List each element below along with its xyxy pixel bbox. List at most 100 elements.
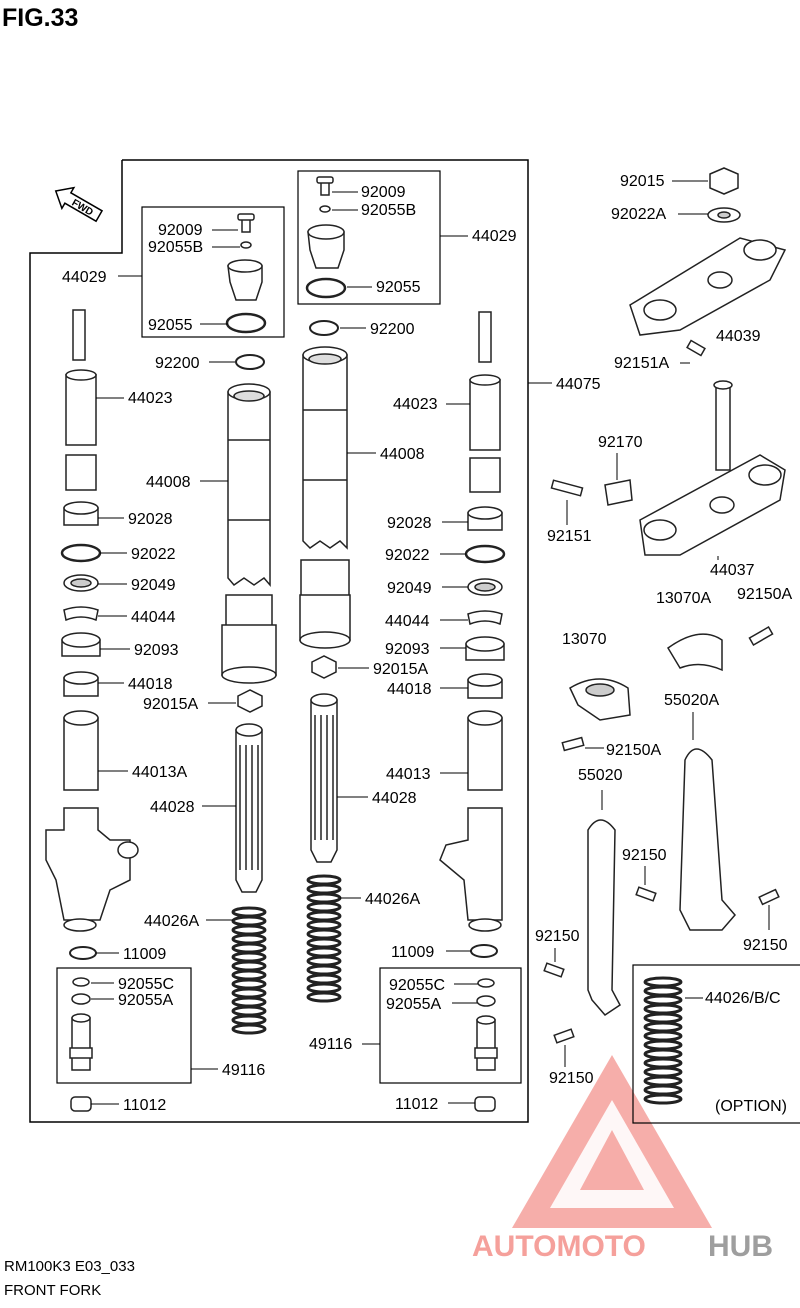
valve-box-right: [379, 967, 522, 1084]
bolt-92150a-bottom: [561, 736, 585, 752]
bolt-92150-c: [543, 962, 565, 978]
part-label-l-44039: 44039: [716, 328, 761, 345]
clip-44044-left: [63, 606, 99, 622]
damper-rod-44028-right: [310, 693, 338, 863]
part-label-l-44013a: 44013A: [132, 764, 187, 781]
spring-44026a-left: [231, 906, 267, 1035]
part-label-l-92055a-l: 92055A: [118, 992, 173, 1009]
part-label-l-92150a-r: 92150A: [737, 586, 792, 603]
part-label-l-44008-r: 44008: [380, 446, 425, 463]
fork-cap-top-left: [227, 259, 263, 273]
fwd-arrow-icon: FWD: [54, 186, 104, 223]
bolt-92150a-right: [748, 626, 774, 646]
fwd-label: FWD: [70, 198, 95, 219]
axle-holder-left: [45, 807, 131, 921]
part-label-l-44026a-l: 44026A: [144, 913, 199, 930]
part-label-l-44023-r: 44023: [393, 396, 438, 413]
part-label-l-92022-r: 92022: [385, 547, 430, 564]
part-label-l-44044-l: 44044: [131, 609, 176, 626]
watermark-logo: AUTOMOTO HUB: [472, 1055, 773, 1263]
cap-parts-left: [225, 213, 267, 334]
clip-44044-right: [467, 610, 503, 626]
footer-name: FRONT FORK: [4, 1282, 102, 1299]
inner-parts-left: [45, 309, 139, 932]
bolt-11012-left: [70, 1096, 92, 1112]
part-label-l-92093-r: 92093: [385, 641, 430, 658]
bolt-92151: [550, 479, 584, 497]
part-label-l-92015a-l: 92015A: [143, 696, 198, 713]
axle-holder-right: [439, 807, 503, 921]
spring-44026a-right: [306, 874, 342, 1003]
fork-guard-55020a: [679, 748, 736, 931]
nut-92015: [709, 167, 739, 195]
part-label-l-13070: 13070: [562, 631, 607, 648]
option-box: [632, 964, 800, 1124]
spring-44026bc-option: [643, 976, 683, 1105]
part-label-l-44029-l: 44029: [62, 269, 107, 286]
part-label-l-92055-l: 92055: [148, 317, 193, 334]
valve-parts-left: [69, 977, 93, 1071]
part-label-l-44028-l: 44028: [150, 799, 195, 816]
o-ring-92055-right: [305, 277, 347, 299]
rod-44023-right: [478, 311, 492, 363]
bolt-92150-a: [635, 886, 657, 902]
washer-92022-left: [60, 543, 102, 563]
part-label-l-92151a: 92151A: [614, 355, 669, 372]
part-label-l-44018-l: 44018: [128, 676, 173, 693]
washer-11009-left: [69, 946, 97, 960]
inner-tube-44013-right: [467, 717, 503, 791]
part-label-l-44026bc: 44026/B/C: [705, 990, 781, 1007]
part-label-l-44037: 44037: [710, 562, 755, 579]
fork-guard-55020: [587, 819, 621, 1016]
part-label-l-92200-l: 92200: [155, 355, 200, 372]
part-label-l-44029-r: 44029: [472, 228, 517, 245]
cartridge-44023-left: [65, 374, 97, 446]
part-label-l-92150-b: 92150: [743, 937, 788, 954]
o-ring-92055b-left: [240, 241, 252, 249]
clamp-92170: [604, 479, 633, 506]
part-label-l-92170: 92170: [598, 434, 643, 451]
washer-92200-right: [309, 320, 339, 336]
part-label-l-92055c-l: 92055C: [118, 976, 174, 993]
part-label-l-44018-r: 44018: [387, 681, 432, 698]
part-label-l-13070a: 13070A: [656, 590, 711, 607]
part-label-l-11009-r: 11009: [391, 944, 434, 961]
part-label-l-11012-r: 11012: [395, 1096, 438, 1113]
clamp-13070: [569, 678, 631, 721]
part-label-l-44013: 44013: [386, 766, 431, 783]
washer-11009-right: [470, 944, 498, 958]
part-labels: 9201592022A4403992151A921709215144037130…: [62, 173, 792, 1114]
part-label-l-92200-r: 92200: [370, 321, 415, 338]
outer-tube-44008-left: [221, 383, 277, 684]
part-label-l-92015: 92015: [620, 173, 665, 190]
part-label-l-92055c-r: 92055C: [389, 977, 445, 994]
part-label-l-11012-l: 11012: [123, 1097, 166, 1114]
bolt-92150-b: [758, 888, 780, 906]
rod-44023-left: [72, 309, 86, 361]
washer-92022-right: [464, 544, 506, 564]
part-label-l-92150-c: 92150: [535, 928, 580, 945]
part-label-l-92055a-r: 92055A: [386, 996, 441, 1013]
part-label-l-92150a-b: 92150A: [606, 742, 661, 759]
cap-box-right: [297, 170, 441, 305]
valve-parts-right: [474, 978, 498, 1071]
part-label-l-92055-r: 92055: [376, 279, 421, 296]
o-ring-92055-left: [225, 312, 267, 334]
part-label-l-92028-l: 92028: [128, 511, 173, 528]
part-label-l-44026a-r: 44026A: [365, 891, 420, 908]
inner-parts-right: [439, 311, 506, 932]
option-label: (OPTION): [715, 1098, 787, 1115]
part-label-l-92028-r: 92028: [387, 515, 432, 532]
part-label-l-92049-r: 92049: [387, 580, 432, 597]
damper-rod-44028-left: [235, 723, 263, 893]
part-label-l-49116-r: 49116: [309, 1036, 352, 1053]
bolt-head-92009-right: [316, 176, 334, 184]
part-label-l-92022-l: 92022: [131, 546, 176, 563]
valve-box-left: [56, 967, 192, 1084]
part-label-l-44044-r: 44044: [385, 613, 430, 630]
part-label-l-92150-a: 92150: [622, 847, 667, 864]
clamp-13070a: [667, 633, 723, 672]
watermark-text-1: AUTOMOTO: [472, 1230, 646, 1263]
washer-92200-left: [235, 354, 265, 370]
